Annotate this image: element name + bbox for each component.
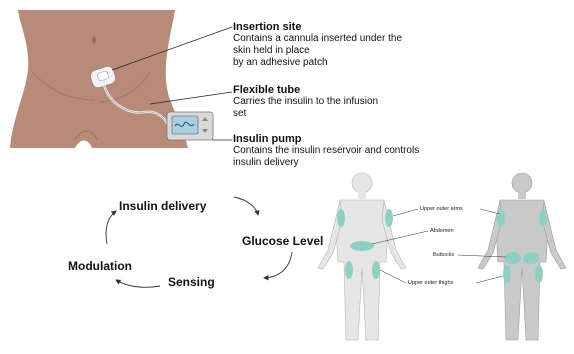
flexible-tube-callout: Flexible tube Carries the insulin to the… xyxy=(233,84,433,120)
arrow-glucose-to-sensing xyxy=(264,252,292,278)
buttocks-right-site xyxy=(523,252,539,264)
front-right-arm-site xyxy=(385,209,393,227)
flexible-tube-description: Carries the insulin to the infusion set xyxy=(233,96,433,120)
insertion-site-description: Contains a cannula inserted under the sk… xyxy=(233,33,433,69)
back-right-arm-site xyxy=(539,209,547,227)
insulin-pump-title: Insulin pump xyxy=(233,133,463,145)
back-left-thigh-site xyxy=(503,265,511,283)
cycle-step-modulation: Modulation xyxy=(68,259,132,273)
front-left-arm-site xyxy=(337,209,345,227)
insulin-pump-callout: Insulin pump Contains the insulin reserv… xyxy=(233,133,463,169)
insertion-site-callout: Insertion site Contains a cannula insert… xyxy=(233,21,433,69)
back-left-arm-site xyxy=(497,209,505,227)
label-buttocks: Buttocks xyxy=(433,252,454,258)
front-left-thigh-site xyxy=(345,261,353,279)
navel xyxy=(92,37,96,43)
arrow-delivery-to-glucose xyxy=(234,197,258,215)
arrow-modulation-to-delivery xyxy=(106,211,116,244)
label-abdomen: Abdomen xyxy=(430,228,454,234)
front-right-thigh-site xyxy=(372,261,380,279)
thighs-back-leader xyxy=(476,276,503,283)
cycle-step-sensing: Sensing xyxy=(168,275,215,289)
label-upper-outer-thighs: Upper outer thighs xyxy=(408,280,453,286)
arms-front-leader xyxy=(393,209,418,216)
insulin-pump-device xyxy=(167,112,213,140)
abdomen-site xyxy=(350,241,374,251)
thighs-front-leader xyxy=(380,270,406,283)
flexible-tube-title: Flexible tube xyxy=(233,84,433,96)
buttocks-left-site xyxy=(505,252,521,264)
arms-back-leader xyxy=(480,209,500,214)
arrow-sensing-to-modulation xyxy=(116,280,160,287)
body-front-figure xyxy=(318,173,406,340)
label-upper-outer-arms: Upper outer arms xyxy=(420,206,463,212)
insulin-pump-description: Contains the insulin reservoir and contr… xyxy=(233,145,463,169)
cycle-step-insulin-delivery: Insulin delivery xyxy=(119,199,206,213)
back-right-thigh-site xyxy=(535,265,543,283)
cycle-step-glucose-level: Glucose Level xyxy=(242,234,323,248)
insertion-site-title: Insertion site xyxy=(233,21,433,33)
